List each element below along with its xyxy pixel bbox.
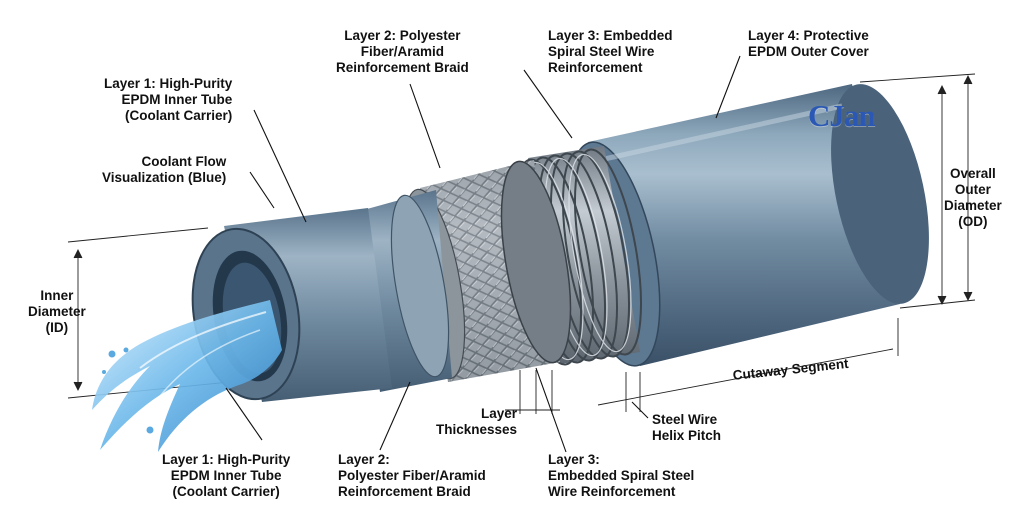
label-line: Layer 3: Embedded (548, 28, 673, 43)
label-line: Layer 1: High-Purity (104, 76, 233, 91)
coolant-flow (92, 300, 282, 452)
label-outer-diameter: Overall Outer Diameter (OD) (944, 166, 1002, 230)
braid-layer (402, 160, 572, 382)
label-line: Diameter (28, 304, 86, 319)
label-line: Layer 4: Protective (748, 28, 869, 43)
label-line: Embedded Spiral Steel (548, 468, 695, 483)
label-line: Diameter (944, 198, 1002, 213)
label-line: Reinforcement Braid (338, 484, 471, 499)
label-line: EPDM Inner Tube (121, 92, 233, 107)
label-line: EPDM Outer Cover (748, 44, 869, 59)
leader-lines (225, 55, 741, 453)
dimension-lines (67, 73, 976, 414)
label-layer3-bottom: Layer 3: Embedded Spiral Steel Wire Rein… (548, 452, 694, 500)
label-line: Overall (950, 166, 996, 181)
label-line: Layer 2: Polyester (344, 28, 461, 43)
label-layer2-top: Layer 2: Polyester Fiber/Aramid Reinforc… (336, 28, 469, 76)
label-line: Outer (954, 182, 991, 197)
label-layer4-top: Layer 4: Protective EPDM Outer Cover (748, 28, 869, 60)
label-line: Layer 1: High-Purity (162, 452, 291, 467)
label-line: Reinforcement Braid (336, 60, 469, 75)
label-layer-thicknesses: Layer Thicknesses (436, 406, 517, 438)
label-line: Wire Reinforcement (548, 484, 676, 499)
label-line: Thicknesses (436, 422, 518, 437)
label-line: Inner (40, 288, 74, 303)
label-inner-diameter: Inner Diameter (ID) (28, 288, 86, 336)
label-line: Fiber/Aramid (360, 44, 445, 59)
label-line: Spiral Steel Wire (548, 44, 655, 59)
label-line: (Coolant Carrier) (125, 108, 233, 123)
label-line: (ID) (45, 320, 69, 335)
label-coolant-flow: Coolant Flow Visualization (Blue) (102, 154, 226, 186)
label-line: EPDM Inner Tube (170, 468, 282, 483)
label-line: Polyester Fiber/Aramid (338, 468, 486, 483)
brand-logo: CJan (808, 98, 876, 133)
label-line: Layer (481, 406, 518, 421)
label-line: Layer 3: (548, 452, 600, 467)
label-steel-wire-pitch: Steel Wire Helix Pitch (652, 412, 721, 444)
label-line: Reinforcement (548, 60, 643, 75)
label-line: (OD) (958, 214, 988, 229)
label-line: Layer 2: (338, 452, 390, 467)
label-layer2-bottom: Layer 2: Polyester Fiber/Aramid Reinforc… (338, 452, 486, 500)
label-line: Steel Wire (652, 412, 718, 427)
label-line: Visualization (Blue) (102, 170, 227, 185)
label-layer1-bottom: Layer 1: High-Purity EPDM Inner Tube (Co… (162, 452, 290, 500)
label-line: Coolant Flow (141, 154, 227, 169)
label-line: Helix Pitch (652, 428, 722, 443)
label-layer1-top: Layer 1: High-Purity EPDM Inner Tube (Co… (104, 76, 232, 124)
label-layer3-top: Layer 3: Embedded Spiral Steel Wire Rein… (548, 28, 673, 76)
label-line: (Coolant Carrier) (172, 484, 280, 499)
